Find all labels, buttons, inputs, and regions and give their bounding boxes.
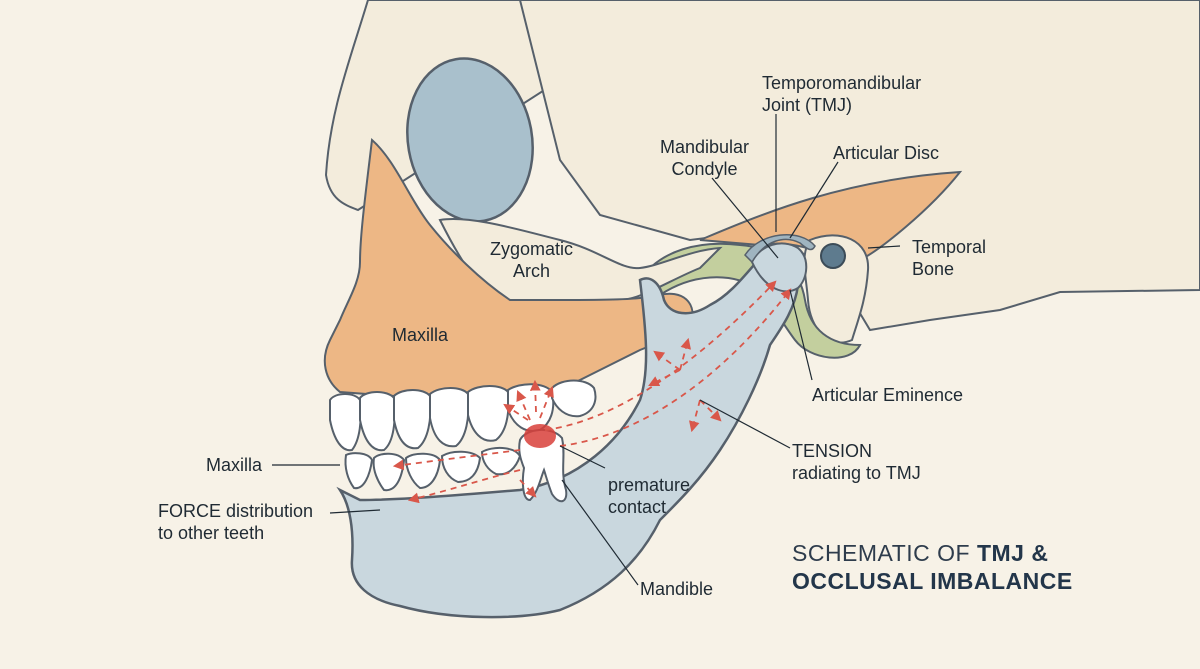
label-premature-contact: premature contact xyxy=(608,474,690,518)
mastoid-process xyxy=(803,234,870,344)
label-force-line1: FORCE distribution xyxy=(158,501,314,521)
title-bold-part: TMJ & xyxy=(976,540,1049,566)
label-premature-line1: premature xyxy=(608,475,691,495)
contact-tooth xyxy=(518,429,568,503)
label-articular-disc: Articular Disc xyxy=(833,143,940,163)
label-maxilla-left: Maxilla xyxy=(206,455,263,475)
label-tmj: Temporomandibular Joint (TMJ) xyxy=(762,72,921,116)
label-force-distribution: FORCE distribution to other teeth xyxy=(158,500,313,544)
label-tension-line2: radiating to TMJ xyxy=(792,463,921,483)
label-premature-line2: contact xyxy=(608,497,667,517)
label-condyle-line1: Mandibular xyxy=(660,137,750,157)
premature-contact-spot xyxy=(524,424,556,448)
label-zygomatic: Zygomatic Arch xyxy=(490,238,573,282)
lower-teeth xyxy=(344,429,568,503)
label-articular-eminence: Articular Eminence xyxy=(812,385,964,405)
maxilla-bone xyxy=(323,138,694,400)
label-tension: TENSION radiating to TMJ xyxy=(792,440,921,484)
force-arrows xyxy=(392,280,792,504)
diagram-title-line2: OCCLUSAL IMBALANCE xyxy=(792,568,1073,595)
label-temporal-line2: Bone xyxy=(912,259,955,279)
diagram-title-line1: SCHEMATIC OF TMJ & xyxy=(792,540,1048,567)
label-mandible: Mandible xyxy=(640,579,714,599)
ear-canal xyxy=(820,243,846,269)
label-force-line2: to other teeth xyxy=(158,523,265,543)
label-zygomatic-line2: Arch xyxy=(513,261,551,281)
label-temporal-line1: Temporal xyxy=(912,237,987,257)
label-zygomatic-line1: Zygomatic xyxy=(490,239,574,259)
label-tmj-line1: Temporomandibular xyxy=(762,73,922,93)
label-condyle-line2: Condyle xyxy=(671,159,738,179)
label-temporal-bone: Temporal Bone xyxy=(912,236,986,280)
leader-lines xyxy=(272,114,901,586)
title-normal-part: SCHEMATIC OF xyxy=(792,540,977,566)
label-tension-line1: TENSION xyxy=(792,441,873,461)
label-maxilla-center: Maxilla xyxy=(392,325,449,345)
orbit-socket xyxy=(406,57,534,223)
title-line2-bold: OCCLUSAL IMBALANCE xyxy=(792,568,1073,594)
label-tmj-line2: Joint (TMJ) xyxy=(762,95,852,115)
articular-disc xyxy=(744,234,816,264)
label-condyle: Mandibular Condyle xyxy=(660,136,749,180)
